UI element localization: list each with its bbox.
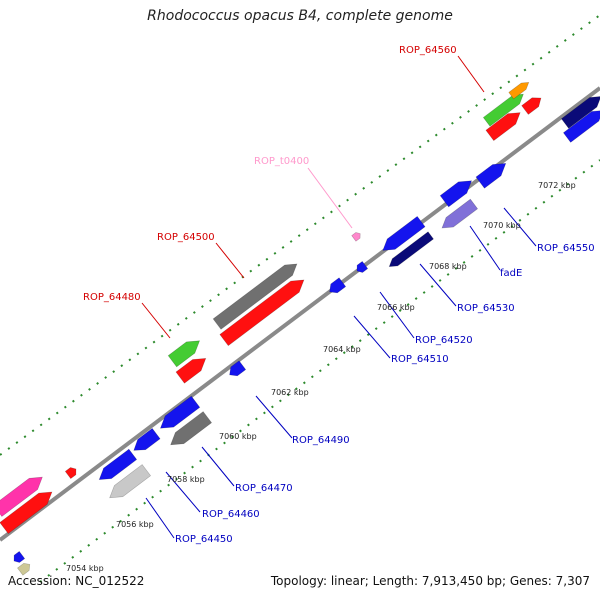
- tick-label: 7054 kbp: [66, 564, 104, 573]
- gene-label[interactable]: ROP_64560: [399, 45, 457, 56]
- genome-backbone: [0, 86, 600, 542]
- gene-feature-arrow[interactable]: [560, 92, 600, 129]
- gene-label[interactable]: ROP_64520: [415, 335, 473, 346]
- tick-label: 7056 kbp: [116, 520, 154, 529]
- gene-feature-arrow[interactable]: [166, 411, 213, 451]
- gene-feature-arrow[interactable]: [508, 79, 531, 100]
- gene-feature-arrow[interactable]: [212, 259, 301, 330]
- lower-tick-track: [39, 159, 600, 583]
- gene-feature-arrow[interactable]: [475, 158, 510, 189]
- feature-layer: [0, 79, 600, 576]
- gene-feature-arrow[interactable]: [156, 395, 201, 434]
- label-leaders: [141, 55, 537, 539]
- gene-feature-arrow[interactable]: [95, 448, 138, 485]
- gene-feature-arrow[interactable]: [354, 260, 369, 274]
- tick-label: 7072 kbp: [538, 181, 576, 190]
- gene-feature-arrow[interactable]: [0, 486, 56, 535]
- gene-feature-arrow[interactable]: [351, 231, 363, 242]
- gene-feature-arrow[interactable]: [219, 274, 308, 347]
- tick-label: 7066 kbp: [377, 303, 415, 312]
- gene-label[interactable]: ROP_64550: [537, 243, 595, 254]
- gene-feature-arrow[interactable]: [326, 277, 347, 296]
- gene-feature-arrow[interactable]: [485, 107, 524, 142]
- gene-feature-arrow[interactable]: [175, 353, 210, 384]
- gene-feature-arrow[interactable]: [0, 472, 47, 517]
- upper-tick-track: [0, 14, 600, 456]
- tick-label: 7068 kbp: [429, 262, 467, 271]
- gene-label[interactable]: ROP_64480: [83, 292, 141, 303]
- gene-label[interactable]: fadE: [500, 268, 522, 279]
- gene-label[interactable]: ROP_64470: [235, 483, 293, 494]
- gene-feature-arrow[interactable]: [11, 550, 26, 564]
- gene-feature-arrow[interactable]: [64, 465, 78, 480]
- tick-label: 7070 kbp: [483, 221, 521, 230]
- accession-text: Accession: NC_012522: [8, 574, 145, 588]
- gene-feature-arrow[interactable]: [105, 464, 152, 504]
- gene-feature-arrow[interactable]: [167, 335, 204, 368]
- gene-feature-arrow[interactable]: [226, 360, 247, 379]
- gene-feature-arrow[interactable]: [130, 427, 161, 455]
- gene-label[interactable]: ROP_64490: [292, 435, 350, 446]
- genome-summary-text: Topology: linear; Length: 7,913,450 bp; …: [270, 574, 590, 588]
- tick-label: 7062 kbp: [271, 388, 309, 397]
- gene-feature-arrow[interactable]: [521, 94, 545, 115]
- gene-feature-arrow[interactable]: [562, 106, 600, 143]
- gene-feature-arrow[interactable]: [482, 90, 526, 127]
- gene-label[interactable]: ROP_64500: [157, 232, 215, 243]
- gene-label[interactable]: ROP_t0400: [254, 156, 309, 167]
- gene-feature-arrow[interactable]: [17, 561, 33, 576]
- gene-label[interactable]: ROP_64460: [202, 509, 260, 520]
- tick-label: 7060 kbp: [219, 432, 257, 441]
- map-title: Rhodococcus opacus B4, complete genome: [147, 8, 453, 24]
- gene-label[interactable]: ROP_64510: [391, 354, 449, 365]
- gene-label[interactable]: ROP_64530: [457, 303, 515, 314]
- gene-label[interactable]: ROP_64450: [175, 534, 233, 545]
- gene-feature-arrow[interactable]: [379, 215, 426, 255]
- tick-label: 7064 kbp: [323, 345, 361, 354]
- tick-label: 7058 kbp: [167, 475, 205, 484]
- gene-feature-arrow[interactable]: [439, 175, 476, 208]
- gene-feature-arrow[interactable]: [387, 231, 434, 270]
- gene-feature-arrow[interactable]: [438, 198, 479, 233]
